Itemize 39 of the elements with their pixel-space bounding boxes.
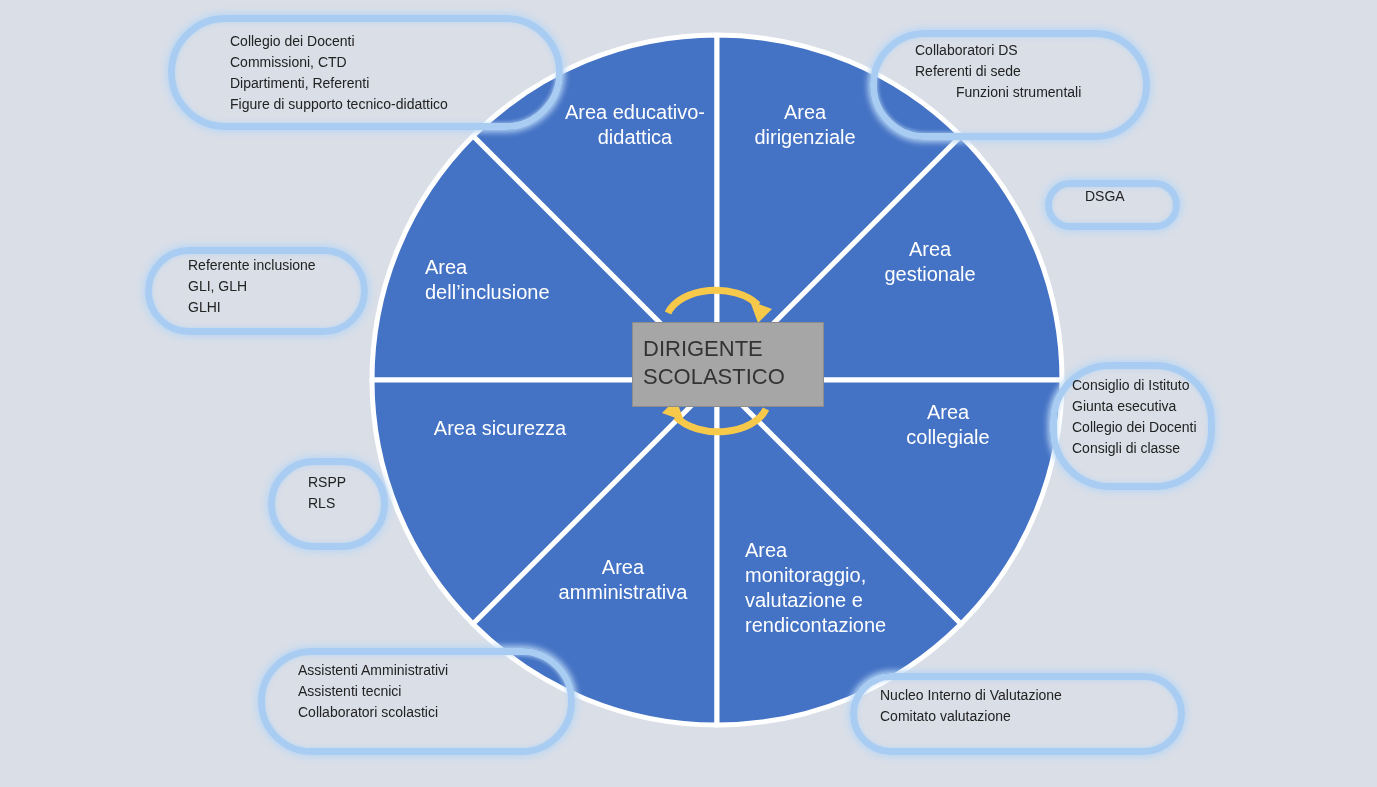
callout-bubble [145, 247, 368, 335]
list-item: Collegio dei Docenti [1072, 418, 1197, 437]
callout-bubble [1045, 180, 1180, 230]
list-item: Collaboratori DS [915, 41, 1018, 60]
sector-label: Area collegiale [905, 400, 991, 450]
list-item: Figure di supporto tecnico-didattico [230, 95, 448, 114]
list-item: RLS [308, 494, 336, 513]
sector-label: Area dell’inclusione [425, 255, 551, 305]
list-item: Comitato valutazione [880, 707, 1011, 726]
sector-label: Area dirigenziale [753, 100, 857, 150]
list-item: GLHI [188, 298, 221, 317]
center-box [632, 322, 824, 407]
list-item: Referenti di sede [915, 62, 1021, 81]
sector-label: Area educativo-didattica [563, 100, 706, 150]
list-item: Collaboratori scolastici [298, 703, 439, 722]
list-item: DSGA [1085, 187, 1125, 206]
list-item: Consigli di classe [1072, 439, 1181, 458]
list-item: Commissioni, CTD [230, 53, 347, 72]
list-item: Giunta esecutiva [1072, 397, 1177, 416]
list-item: RSPP [308, 473, 347, 492]
list-item: Referente inclusione [188, 256, 316, 275]
callout-bubble [268, 458, 388, 550]
list-item: Nucleo Interno di Valutazione [880, 686, 1062, 705]
callout-bubble [258, 648, 575, 755]
list-item: Assistenti Amministrativi [298, 661, 449, 680]
list-item: Collegio dei Docenti [230, 32, 355, 51]
sector-label: Area sicurezza [432, 415, 568, 441]
list-item: Assistenti tecnici [298, 682, 402, 701]
list-item: GLI, GLH [188, 277, 248, 296]
center-label: DIRIGENTE SCOLASTICO [643, 335, 786, 391]
list-item: Dipartimenti, Referenti [230, 74, 370, 93]
callout-bubble [1050, 362, 1215, 490]
callout-bubble [870, 30, 1150, 140]
sector-label: Area gestionale [883, 237, 977, 287]
sector-label: Area monitoraggio, valutazione e rendicontazione [745, 538, 885, 638]
list-item: Funzioni strumentali [956, 83, 1082, 102]
callout-bubble [850, 673, 1185, 755]
sector-label: Area amministrativa [557, 555, 689, 605]
list-item: Consiglio di Istituto [1072, 376, 1190, 395]
